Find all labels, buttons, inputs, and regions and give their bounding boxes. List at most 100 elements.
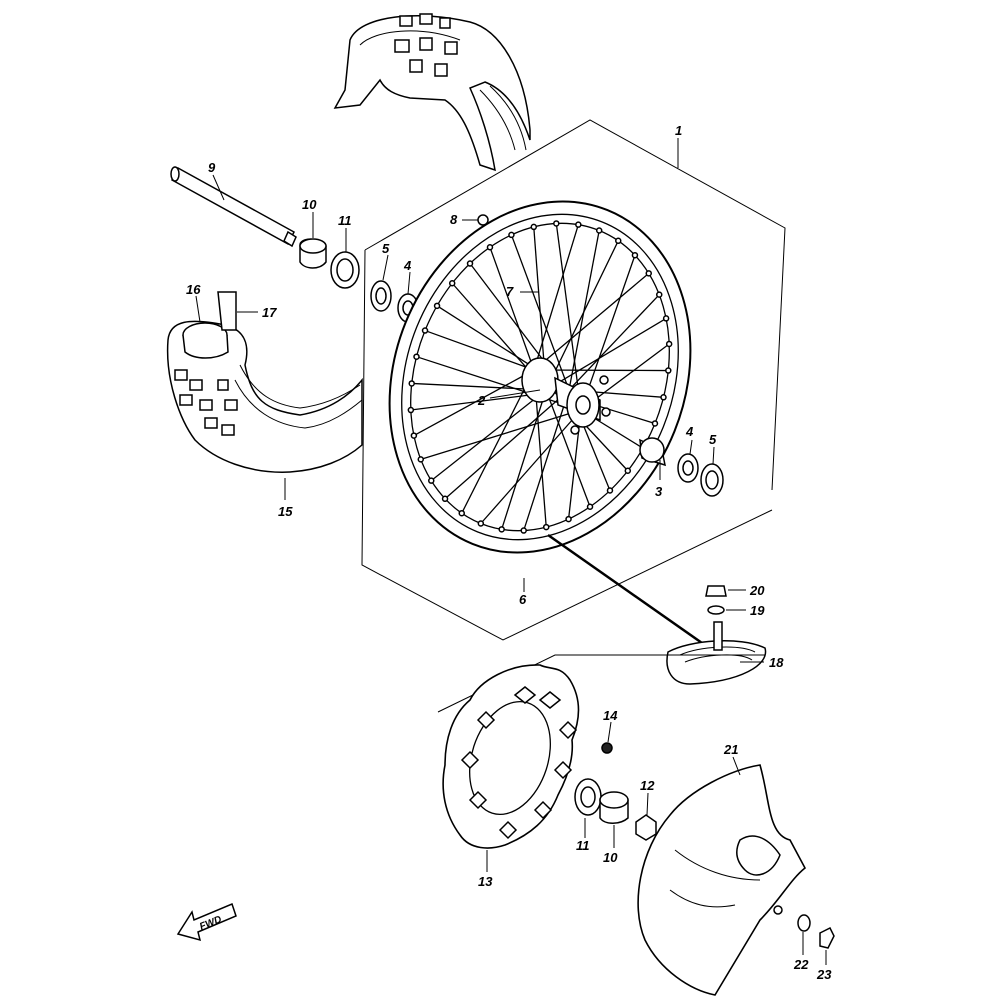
callout-15: 15 (278, 504, 293, 519)
spoke-nipple-dot (410, 432, 418, 439)
spoke-nipple-dot (665, 340, 673, 348)
callout-11-right: 11 (576, 838, 590, 853)
spoke-nipple-dot (413, 353, 420, 360)
spoke-line (568, 294, 660, 391)
spoke-nipple-dot (408, 380, 415, 387)
spoke-nipple-dot (508, 231, 515, 239)
spoke-line (444, 389, 570, 500)
wheel-assembly-box (361, 119, 786, 641)
spoke-line (416, 356, 582, 411)
callout-19: 19 (750, 603, 765, 618)
inner-tube (547, 533, 767, 685)
spoke-line (580, 255, 636, 411)
callout-12: 12 (640, 778, 655, 793)
spoke-line (430, 389, 547, 482)
spoke-line (424, 329, 535, 371)
spoke-nipple-dot (458, 509, 465, 517)
spoke-nipple-dot (421, 327, 429, 334)
callout-22: 22 (793, 957, 809, 972)
callout-17: 17 (262, 305, 277, 320)
spoke-nipple-dot (498, 526, 505, 533)
spoke-nipple-dot (477, 520, 485, 527)
callout-11-left: 11 (338, 213, 352, 228)
callout-10-right: 10 (603, 850, 618, 865)
spoke-line (420, 409, 582, 460)
spoke-nipple-dot (660, 394, 667, 401)
brake-disc (442, 664, 580, 849)
callout-14: 14 (603, 708, 618, 723)
spoke-nipple-dot (575, 221, 582, 228)
spoke-line (523, 389, 570, 531)
spoke-nipple-dot (448, 279, 456, 287)
valve-washer-nut (705, 585, 727, 615)
spoke-nipple-dot (606, 487, 614, 494)
callout-4-right: 4 (685, 424, 694, 439)
spoke-line (545, 317, 667, 391)
spoke-nipple-dot (417, 456, 425, 463)
spoke-line (533, 224, 579, 371)
spoke-nipple (477, 214, 489, 226)
spoke-line (413, 369, 535, 437)
callout-20: 20 (749, 583, 765, 598)
callout-5-left: 5 (382, 241, 390, 256)
leader-lines (195, 138, 827, 965)
disc-guard (637, 764, 807, 996)
spoke-nipple-dot (586, 503, 594, 510)
spoke-nipple-dot (433, 302, 441, 310)
callout-1: 1 (675, 123, 682, 138)
callout-5-right: 5 (709, 432, 717, 447)
spoke-nipple-dot (655, 291, 663, 298)
spoke-line (501, 389, 547, 530)
callout-9: 9 (208, 160, 216, 175)
spoke-nipple-dot (407, 406, 415, 414)
spoke-line (489, 247, 535, 371)
spoke-nipple-dot (595, 227, 603, 234)
callout-8: 8 (450, 212, 458, 227)
axle-nut (635, 814, 657, 841)
callout-7: 7 (506, 284, 514, 299)
spoke-line (461, 369, 535, 514)
callout-2: 2 (477, 393, 486, 408)
spoke-nipple-dot (520, 527, 527, 534)
spoke-nipple-dot (530, 223, 538, 231)
rim-band (182, 322, 229, 359)
disc-bolt (601, 742, 613, 754)
guard-washer-bolt (797, 914, 835, 949)
callout-23: 23 (816, 967, 832, 982)
callout-10-left: 10 (302, 197, 317, 212)
spoke-nipple-dot (428, 477, 435, 484)
spacer-right-collar (599, 791, 629, 824)
spoke-nipple-dot (466, 260, 474, 267)
spoke-nipple-dot (651, 420, 659, 427)
tube-tab (217, 291, 237, 331)
spacer-left (299, 238, 327, 269)
spoke-nipple-dot (662, 315, 670, 322)
callout-3: 3 (655, 484, 663, 499)
axle (170, 166, 297, 248)
spoke-nipple-dot (615, 237, 622, 245)
callout-18: 18 (769, 655, 784, 670)
spoke-nipple-dot (665, 367, 672, 374)
dust-seal-right (574, 778, 602, 816)
spoke-nipple-dot (542, 523, 550, 531)
spacer-right (639, 437, 666, 467)
callout-21: 21 (723, 742, 738, 757)
spoke-nipple-dot (624, 467, 632, 475)
fwd-arrow-icon: FWD (176, 902, 237, 942)
dust-seal-left (330, 251, 360, 289)
callout-16: 16 (186, 282, 201, 297)
spoke-nipple-dot (486, 244, 494, 251)
spoke-line (545, 389, 591, 507)
spoke-line (480, 409, 582, 524)
callout-13: 13 (478, 874, 493, 889)
spoke-line (545, 240, 619, 391)
spoke-nipple-dot (441, 495, 449, 503)
spoke-nipple-dot (631, 251, 639, 259)
spoke-nipple-dot (553, 220, 560, 227)
spoke-nipple-dot (645, 270, 652, 277)
spoke-nipple-dot (565, 515, 572, 523)
callout-labels: 1 2 3 4 4 5 5 6 7 8 9 10 10 11 11 12 13 … (186, 123, 832, 982)
spoke-line (533, 272, 650, 371)
